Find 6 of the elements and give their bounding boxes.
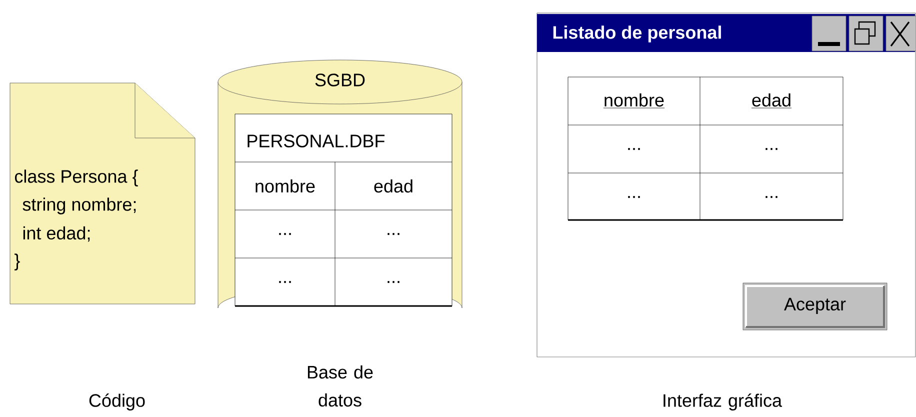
- caption: Base de datos: [308, 365, 373, 407]
- accept-button: Aceptar: [742, 282, 888, 330]
- caption: Interfaz gráfica: [664, 394, 782, 410]
- table: PERSONAL.DBF nombre edad ... ... ... ...: [234, 114, 452, 307]
- caption: Código: [89, 394, 145, 410]
- table: nombre edad ... ... ... ...: [568, 76, 844, 221]
